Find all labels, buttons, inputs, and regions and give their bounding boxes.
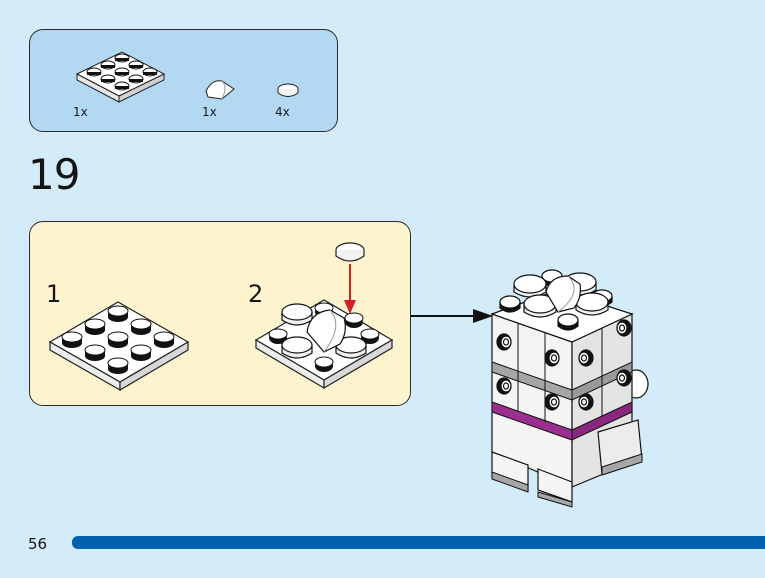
substep-box: 1 2 [29,221,411,406]
step-number: 19 [28,150,80,199]
substep-2-assembly-illustration [254,242,394,390]
model-illustration [490,269,649,508]
part-quantity: 4x [275,105,290,119]
page-number: 56 [28,535,48,553]
curved-slope-icon [205,80,235,100]
parts-list-box: 1x 1x 4x [29,29,338,132]
substep-number: 2 [248,280,264,308]
page-progress-bar [72,536,765,549]
substep-number: 1 [46,280,62,308]
round-tile-icon [277,83,299,97]
part-quantity: 1x [202,105,217,119]
substep-1-plate-illustration [48,301,190,392]
plate-3x3-icon [75,51,166,103]
callout-arrow-icon [411,309,493,323]
part-quantity: 1x [73,105,88,119]
round-tile-icon [335,242,365,262]
